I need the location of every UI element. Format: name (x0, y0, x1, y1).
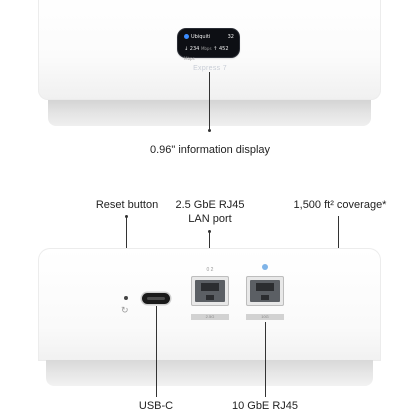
reset-callout-label: Reset button (95, 199, 159, 211)
coverage-callout-label: 1,500 ft² coverage* (293, 199, 387, 211)
lan-callout-label-line1: 2.5 GbE RJ45 (175, 199, 245, 211)
display-network-name: Ubiquiti (191, 34, 211, 40)
network-icon (184, 34, 189, 39)
download-arrow-icon: ↓ (184, 46, 189, 52)
display-upload: 452 (218, 46, 229, 52)
usbc-callout-label: USB-C (138, 400, 174, 412)
upload-arrow-icon: ↑ (213, 46, 218, 52)
display-upload-unit: Mbps (184, 56, 195, 61)
display-client-count: 32 (227, 34, 234, 40)
lan-port (191, 276, 229, 306)
device-brand-label: Express 7 (193, 65, 227, 72)
display-download: 234 (189, 46, 200, 52)
display-callout-line (209, 72, 210, 130)
wan-port (246, 276, 284, 306)
lan-port-number: 0 2 (206, 267, 214, 273)
wan-port-tag: 10G (246, 314, 284, 320)
display-callout-label: 0.96" information display (149, 144, 271, 156)
lan-callout-label-line2: LAN port (188, 213, 232, 225)
display-callout-dot (208, 129, 211, 132)
lan-callout-line (209, 231, 210, 261)
coverage-callout-line (338, 216, 339, 248)
device-rear-base (46, 360, 373, 386)
information-display: Ubiquiti 32 ↓ 234 Mbps ↑ 452 Mbps (178, 29, 239, 61)
lan-port-tag: 2.5G (191, 314, 229, 320)
usb-c-port (142, 293, 170, 304)
wan-callout-label-line1: 10 GbE RJ45 (231, 400, 299, 412)
wan-status-led (262, 264, 268, 270)
reset-icon: ↻ (121, 305, 129, 315)
wan-callout-line (265, 322, 266, 397)
reset-button[interactable] (124, 296, 128, 300)
lan-callout-dot (208, 230, 211, 233)
usbc-callout-line (156, 306, 157, 397)
display-download-unit: Mbps (200, 46, 212, 51)
reset-callout-dot (125, 215, 128, 218)
